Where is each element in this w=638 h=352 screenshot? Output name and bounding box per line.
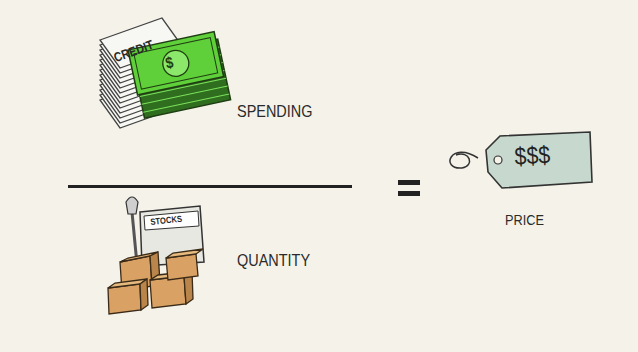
price-tag — [450, 132, 592, 188]
equals-sign — [398, 180, 420, 196]
result-label: PRICE — [505, 212, 544, 227]
stock-illustration — [108, 197, 204, 314]
tag-text: $$$ — [514, 142, 551, 169]
fraction-bar — [68, 185, 352, 188]
denominator-label: QUANTITY — [237, 252, 310, 269]
numerator-label: SPENDING — [237, 103, 312, 120]
